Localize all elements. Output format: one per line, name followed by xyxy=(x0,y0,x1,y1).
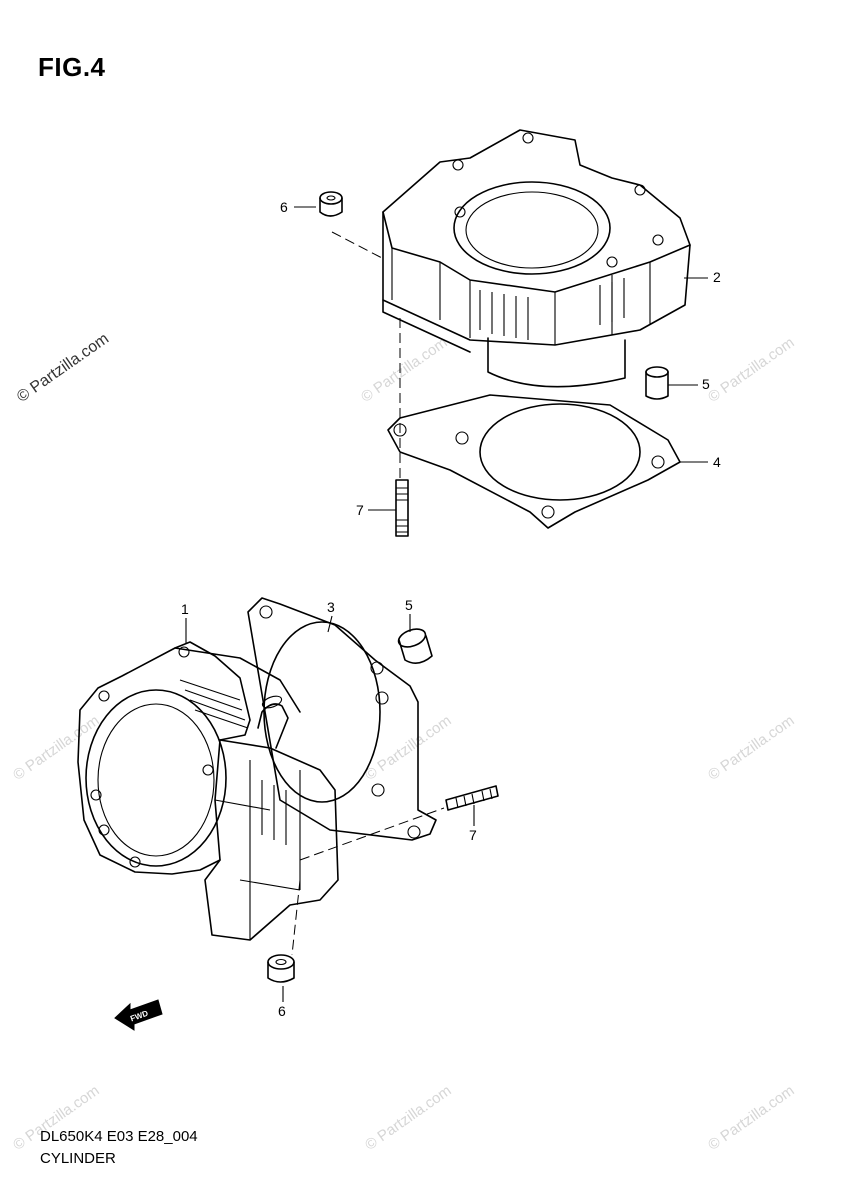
flange-hole xyxy=(652,234,664,246)
callout-6-top: 6 xyxy=(280,199,288,215)
forward-arrow: FWD xyxy=(114,999,163,1031)
callout-6-bottom: 6 xyxy=(278,1003,286,1019)
gasket-bore-front xyxy=(263,621,381,803)
cylinder-body-edges xyxy=(214,760,301,940)
dowel-pin xyxy=(398,635,433,664)
alignment-line xyxy=(299,807,445,861)
callout-7-top: 7 xyxy=(356,502,364,518)
flange-hole xyxy=(634,184,646,196)
flange-hole xyxy=(606,256,618,268)
callout-7-bottom: 7 xyxy=(469,827,477,843)
rear-cylinder-top-flange xyxy=(382,129,691,293)
callout-2: 2 xyxy=(713,269,721,285)
front-cylinder-body xyxy=(174,647,339,941)
callout-1: 1 xyxy=(181,601,189,617)
stud-bolt xyxy=(445,785,499,811)
flange-hole xyxy=(98,824,110,836)
flange-hole xyxy=(202,764,214,776)
figure-title: FIG.4 xyxy=(38,52,106,82)
forward-arrow-icon xyxy=(114,999,163,1031)
cylinder-nut xyxy=(267,961,295,983)
flange-hole xyxy=(129,856,141,868)
rear-cylinder-bore-inner xyxy=(465,191,599,269)
gasket-hole xyxy=(371,783,385,797)
cylinder-nut-top xyxy=(319,191,343,205)
front-cylinder-base-gasket xyxy=(247,597,437,841)
water-nipple xyxy=(257,703,289,749)
leader-line-3 xyxy=(327,615,333,633)
gasket-hole xyxy=(651,455,665,469)
dowel-pin-top xyxy=(397,628,427,648)
front-cylinder-top-flange xyxy=(77,641,251,875)
diagram-name: CYLINDER xyxy=(40,1150,116,1167)
rear-cylinder-base xyxy=(382,299,471,353)
cylinder-nut-hole xyxy=(275,958,287,966)
cylinder-nut-top xyxy=(267,954,295,970)
gasket-hole xyxy=(407,825,421,839)
diagram-code: DL650K4 E03 E28_004 xyxy=(40,1128,198,1145)
gasket-hole xyxy=(370,661,384,675)
callout-3: 3 xyxy=(327,599,335,615)
cylinder-nut-hole xyxy=(326,195,336,201)
flange-hole xyxy=(452,159,464,171)
flange-hole xyxy=(454,206,466,218)
dowel-pin xyxy=(645,371,669,400)
flange-hole xyxy=(90,789,102,801)
stud-bolt xyxy=(395,479,409,537)
callout-5-top: 5 xyxy=(702,376,710,392)
gasket-bore xyxy=(479,403,641,501)
rear-cylinder-bore-outer xyxy=(453,181,611,275)
rear-cylinder-assembly: 6 2 5 4 7 xyxy=(280,129,721,537)
front-cylinder-bore-inner xyxy=(97,703,215,857)
dowel-pin-top xyxy=(645,366,669,378)
stud-threads xyxy=(396,487,408,533)
flange-hole xyxy=(98,690,110,702)
stud-threads xyxy=(455,788,493,809)
rear-cylinder-body xyxy=(382,211,691,346)
alignment-line xyxy=(331,231,383,259)
front-cylinder-bore-outer xyxy=(85,689,227,867)
gasket-hole xyxy=(455,431,469,445)
callout-5-bottom: 5 xyxy=(405,597,413,613)
front-cylinder-assembly: 1 3 5 7 6 xyxy=(77,597,499,1019)
gasket-hole xyxy=(541,505,555,519)
cooling-fins xyxy=(479,278,625,340)
rear-cylinder-skirt xyxy=(487,337,626,388)
rear-cylinder-base-gasket xyxy=(387,394,681,529)
callout-4: 4 xyxy=(713,454,721,470)
gasket-hole xyxy=(375,691,389,705)
cylinder-nut xyxy=(319,197,343,217)
gasket-hole xyxy=(259,605,273,619)
alignment-line xyxy=(291,879,301,956)
cylinder-body-edges xyxy=(391,248,651,345)
flange-hole xyxy=(178,646,190,658)
flange-hole xyxy=(522,132,534,144)
cooling-fins xyxy=(179,679,287,845)
water-nipple-end xyxy=(261,695,283,709)
